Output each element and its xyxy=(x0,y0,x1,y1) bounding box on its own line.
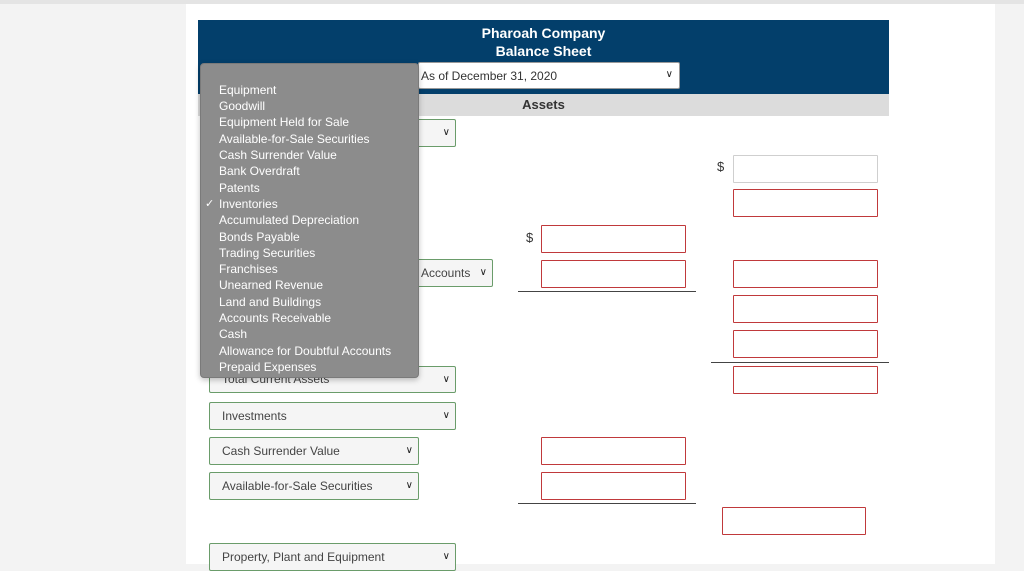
dropdown-option[interactable]: Goodwill xyxy=(219,99,266,113)
dropdown-option-label: Inventories xyxy=(219,197,278,211)
dropdown-option[interactable]: Prepaid Expenses xyxy=(219,360,317,374)
amount-input-right-4[interactable] xyxy=(733,295,878,323)
ppe-label: Property, Plant and Equipment xyxy=(222,550,385,564)
total-investments-input[interactable] xyxy=(722,507,866,535)
investments-label: Investments xyxy=(222,409,287,423)
dropdown-option[interactable]: Trading Securities xyxy=(219,246,316,260)
afs-securities-select[interactable]: Available-for-Sale Securities ∨ xyxy=(209,472,419,500)
chevron-down-icon: ∨ xyxy=(442,127,450,138)
chevron-down-icon: ∨ xyxy=(665,69,673,80)
afs-securities-label: Available-for-Sale Securities xyxy=(222,479,373,493)
currency-symbol: $ xyxy=(717,159,725,174)
amount-input-right-2[interactable] xyxy=(733,189,878,217)
company-name: Pharoah Company xyxy=(481,25,606,41)
amount-input-mid-2[interactable] xyxy=(541,260,686,288)
assets-section-title: Assets xyxy=(522,97,565,112)
total-current-assets-input[interactable] xyxy=(733,366,878,394)
amount-input-mid-3[interactable] xyxy=(541,437,686,465)
accounts-select-value: Accounts xyxy=(421,266,471,280)
date-select-value: As of December 31, 2020 xyxy=(421,69,558,83)
amount-input-right-5[interactable] xyxy=(733,330,878,358)
dropdown-option[interactable]: Available-for-Sale Securities xyxy=(219,132,370,146)
dropdown-option-selected[interactable]: ✓ Inventories xyxy=(205,197,278,211)
checkmark-icon: ✓ xyxy=(205,198,215,210)
chevron-down-icon: ∨ xyxy=(405,480,413,491)
dropdown-option[interactable]: Allowance for Doubtful Accounts xyxy=(219,344,392,358)
dropdown-option[interactable]: Patents xyxy=(219,181,260,195)
cash-surrender-value-select[interactable]: Cash Surrender Value ∨ xyxy=(209,437,419,465)
amount-input-right-1[interactable] xyxy=(733,155,878,183)
dropdown-option[interactable]: Bank Overdraft xyxy=(219,164,300,178)
dropdown-option[interactable]: Bonds Payable xyxy=(219,230,300,244)
chevron-down-icon: ∨ xyxy=(442,374,450,385)
chevron-down-icon: ∨ xyxy=(405,445,413,456)
chevron-down-icon: ∨ xyxy=(479,267,487,278)
cash-surrender-value-label: Cash Surrender Value xyxy=(222,444,340,458)
subtotal-rule xyxy=(711,362,889,363)
chevron-down-icon: ∨ xyxy=(442,551,450,562)
dropdown-option[interactable]: Accumulated Depreciation xyxy=(219,213,360,227)
ppe-select[interactable]: Property, Plant and Equipment ∨ xyxy=(209,543,456,571)
dropdown-option[interactable]: Unearned Revenue xyxy=(219,278,324,292)
chevron-down-icon: ∨ xyxy=(442,410,450,421)
dropdown-option[interactable]: Cash Surrender Value xyxy=(219,148,337,162)
date-select[interactable]: As of December 31, 2020 ∨ xyxy=(418,62,680,89)
subtotal-rule xyxy=(518,291,696,292)
currency-symbol: $ xyxy=(526,230,534,245)
dropdown-option[interactable]: Franchises xyxy=(219,262,278,276)
dropdown-option[interactable]: Accounts Receivable xyxy=(219,311,332,325)
dropdown-option[interactable]: Cash xyxy=(219,327,248,341)
amount-input-right-3[interactable] xyxy=(733,260,878,288)
top-strip xyxy=(0,0,1024,4)
dropdown-option[interactable]: Land and Buildings xyxy=(219,295,322,309)
statement-title: Balance Sheet xyxy=(495,43,592,59)
subtotal-rule xyxy=(518,503,696,504)
dropdown-option[interactable]: Equipment Held for Sale xyxy=(219,115,350,129)
amount-input-mid-1[interactable] xyxy=(541,225,686,253)
dropdown-option[interactable]: Equipment xyxy=(219,83,277,97)
account-dropdown-list[interactable]: Equipment Goodwill Equipment Held for Sa… xyxy=(200,63,419,378)
amount-input-mid-4[interactable] xyxy=(541,472,686,500)
investments-select[interactable]: Investments ∨ xyxy=(209,402,456,430)
